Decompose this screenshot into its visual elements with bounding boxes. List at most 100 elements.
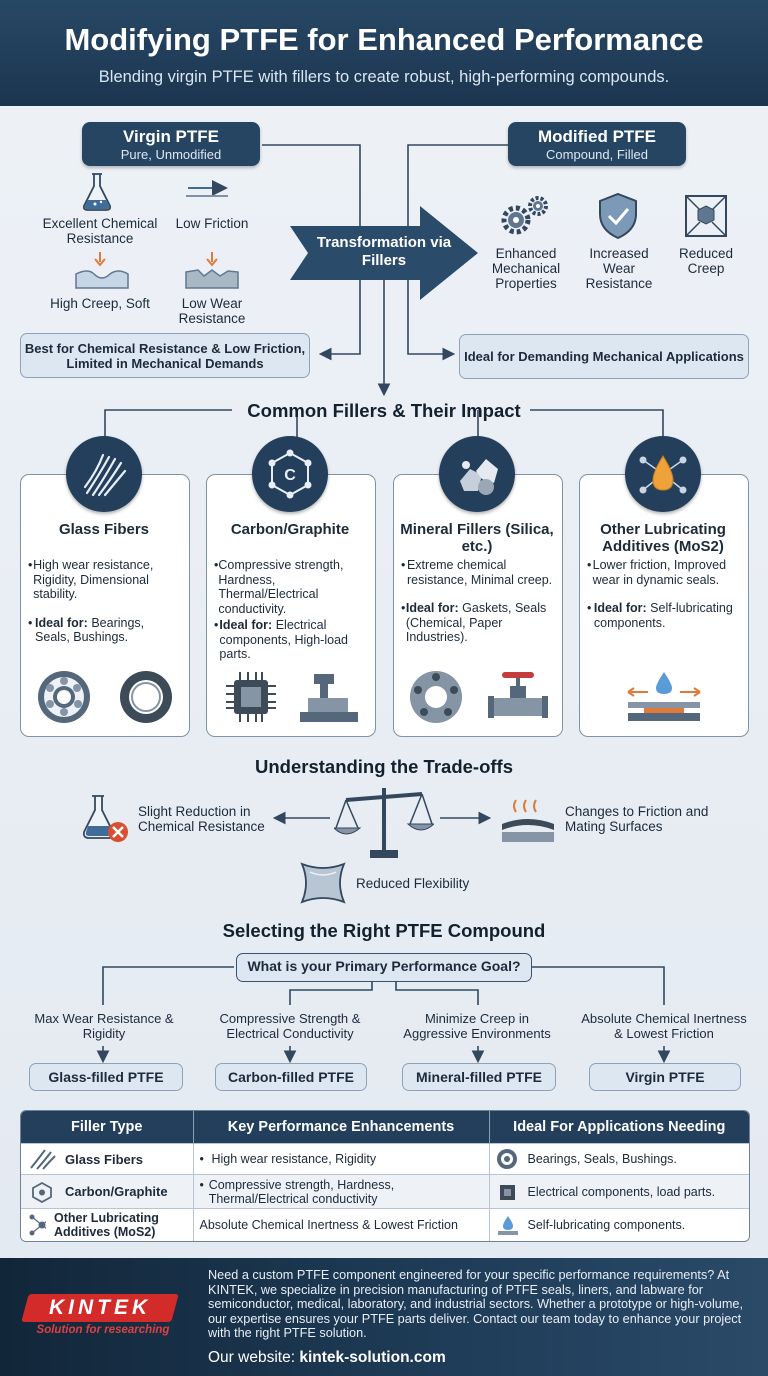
shield-icon [599, 192, 637, 240]
wear-icon [185, 252, 239, 289]
table-row: Carbon/Graphite •Compressive strength, H… [21, 1174, 749, 1209]
fillers-section-title: Common Fillers & Their Impact [247, 400, 521, 421]
kintek-logo-text: KINTEK [48, 1296, 152, 1319]
glass-fiber-icon [83, 453, 127, 497]
tradeoffs-section-title: Understanding the Trade-offs [255, 756, 513, 777]
mineral-card-desc: Extreme chemical resistance, Minimal cre… [406, 558, 553, 587]
table-header-applications: Ideal For Applications Needing [489, 1111, 749, 1144]
flask-x-icon [82, 795, 128, 842]
page-title: Modifying PTFE for Enhanced Performance [64, 22, 704, 57]
table-header-filler: Filler Type [21, 1111, 194, 1144]
molecule-icon [29, 1214, 46, 1236]
carbon-ideal-label: Ideal for: [219, 618, 273, 632]
virgin-prop-friction: Low Friction [175, 216, 249, 231]
virgin-ptfe-title: Virgin PTFE [122, 127, 220, 146]
table-row-app: Self-lubricating components. [527, 1218, 686, 1233]
mineral-rocks-icon [460, 459, 498, 495]
carbon-card-desc: Compressive strength, Hardness, Thermal/… [218, 558, 344, 616]
option-goal-wear: Max Wear Resistance & Rigidity [34, 1011, 174, 1041]
kintek-logo: KINTEK [21, 1294, 179, 1322]
lubricating-card-title: Other Lubricating Additives (MoS2) [600, 521, 726, 555]
chip-machine-icons [226, 672, 358, 722]
modified-ptfe-subtitle: Compound, Filled [546, 147, 648, 162]
droplet-icon [639, 455, 687, 494]
glass-card-title: Glass Fibers [58, 521, 150, 538]
glass-ideal-label: Ideal for: [35, 615, 88, 630]
footer-text: Need a custom PTFE component engineered … [208, 1268, 744, 1340]
modified-summary-box: Ideal for Demanding Mechanical Applicati… [459, 334, 749, 379]
carbon-molecule-icon [32, 1181, 52, 1203]
option-goal-inertness: Absolute Chemical Inertness & Lowest Fri… [581, 1011, 747, 1041]
result-mineral-filled: Mineral-filled PTFE [402, 1063, 556, 1091]
tradeoff-chemical: Slight Reduction in Chemical Resistance [138, 804, 265, 834]
friction-surface-icon [502, 799, 554, 842]
flange-valve-icons [410, 671, 548, 723]
mineral-ideal-text: Gaskets, Seals (Chemical, Paper Industri… [405, 601, 547, 644]
modified-ptfe-header: Modified PTFE Compound, Filled [508, 122, 686, 166]
glass-fiber-icon-circle [66, 436, 142, 512]
cube-icon [685, 195, 727, 237]
virgin-ptfe-header: Virgin PTFE Pure, Unmodified [82, 122, 260, 166]
result-carbon-filled: Carbon-filled PTFE [215, 1063, 367, 1091]
lubricating-card-text: •Lower friction, Improved wear in dynami… [587, 558, 741, 630]
carbon-card-title: Carbon/Graphite [230, 521, 350, 538]
table-row-app: Bearings, Seals, Bushings. [527, 1152, 677, 1166]
table-row: Other Lubricating Additives (MoS2) Absol… [21, 1208, 749, 1241]
comparison-table: Filler Type Key Performance Enhancements… [20, 1110, 750, 1242]
selection-section-title: Selecting the Right PTFE Compound [222, 920, 546, 941]
creep-icon [75, 252, 129, 289]
table-row-enh: High wear resistance, Rigidity [211, 1152, 377, 1166]
glass-card-text: •High wear resistance, Rigidity, Dimensi… [28, 558, 180, 645]
svg-text:C: C [284, 467, 296, 484]
chip-icon [499, 1184, 515, 1200]
goal-question-text: What is your Primary Performance Goal? [247, 958, 521, 974]
website-link[interactable]: kintek-solution.com [299, 1349, 446, 1366]
glass-ideal-text: Bearings, Seals, Bushings. [35, 615, 145, 645]
carbon-molecule-icon: C [268, 449, 312, 499]
header-banner [0, 0, 768, 106]
virgin-summary-box: Best for Chemical Resistance & Low Frict… [20, 333, 310, 378]
kintek-tagline: Solution for researching [36, 1324, 170, 1336]
transformation-label: Transformation via Fillers [316, 234, 452, 269]
carbon-card-text: •Compressive strength, Hardness, Thermal… [214, 558, 368, 662]
mineral-card-title: Mineral Fillers (Silica, etc.) [400, 521, 554, 555]
table-row-type: Glass Fibers [65, 1151, 144, 1167]
mineral-card-text: •Extreme chemical resistance, Minimal cr… [401, 558, 555, 645]
lubricating-ideal-text: Self-lubricating components. [593, 601, 733, 630]
virgin-ptfe-subtitle: Pure, Unmodified [120, 147, 222, 162]
lubricating-ideal-label: Ideal for: [593, 601, 647, 615]
page-subtitle: Blending virgin PTFE with fillers to cre… [98, 68, 670, 86]
tradeoff-friction: Changes to Friction and Mating Surfaces [565, 804, 709, 834]
table-header-enhancements: Key Performance Enhancements [193, 1111, 490, 1144]
flask-icon [82, 173, 112, 211]
virgin-prop-wear: Low Wear Resistance [178, 296, 246, 326]
carbon-ideal-text: Electrical components, High-load parts. [219, 618, 348, 661]
carbon-icon-circle: C [252, 436, 328, 512]
tradeoff-flexibility: Reduced Flexibility [356, 876, 470, 891]
lubricant-icon-circle [625, 436, 701, 512]
modified-prop-creep: Reduced Creep [678, 246, 734, 276]
mineral-ideal-label: Ideal for: [405, 601, 459, 615]
modified-prop-mechanical: Enhanced Mechanical Properties [491, 246, 561, 291]
table-row-type: Other Lubricating Additives (MoS2) [54, 1211, 159, 1240]
gears-icon [501, 196, 548, 235]
transformation-arrow [290, 206, 478, 300]
virgin-prop-chemical: Excellent Chemical Resistance [42, 216, 158, 246]
option-goal-creep: Minimize Creep in Aggressive Environment… [403, 1011, 551, 1041]
result-virgin: Virgin PTFE [589, 1063, 741, 1091]
modified-prop-wear: Increased Wear Resistance [585, 246, 653, 291]
virgin-summary-text: Best for Chemical Resistance & Low Frict… [24, 340, 306, 371]
modified-summary-text: Ideal for Demanding Mechanical Applicati… [464, 349, 744, 364]
glass-fiber-icon [30, 1149, 56, 1170]
flexible-sheet-icon [300, 862, 346, 904]
modified-ptfe-title: Modified PTFE [537, 127, 657, 146]
table-row-type: Carbon/Graphite [65, 1184, 168, 1199]
option-goal-compressive: Compressive Strength & Electrical Conduc… [219, 1011, 361, 1041]
footer-website: Our website: kintek-solution.com [208, 1349, 608, 1367]
sliding-surface-icon [627, 672, 701, 721]
table-row-enh: Absolute Chemical Inertness & Lowest Fri… [199, 1218, 458, 1233]
lubricant-drop-icon [497, 1216, 518, 1236]
glass-card-desc: High wear resistance, Rigidity, Dimensio… [33, 558, 154, 601]
website-label: Our website: [208, 1349, 296, 1366]
table-row-enh: Compressive strength, Hardness, Thermal/… [208, 1177, 395, 1206]
